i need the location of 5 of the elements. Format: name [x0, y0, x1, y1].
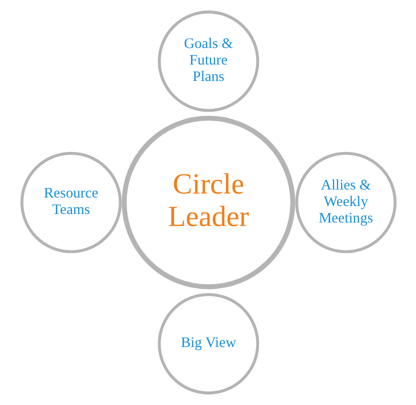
- node-circle: Resource Teams: [20, 152, 122, 254]
- node-circle: Circle Leader: [121, 116, 295, 290]
- node-circle: Allies & Weekly Meetings: [294, 152, 396, 254]
- node-circle: Goals & Future Plans: [157, 10, 259, 112]
- node-circle: Big View: [157, 293, 259, 394]
